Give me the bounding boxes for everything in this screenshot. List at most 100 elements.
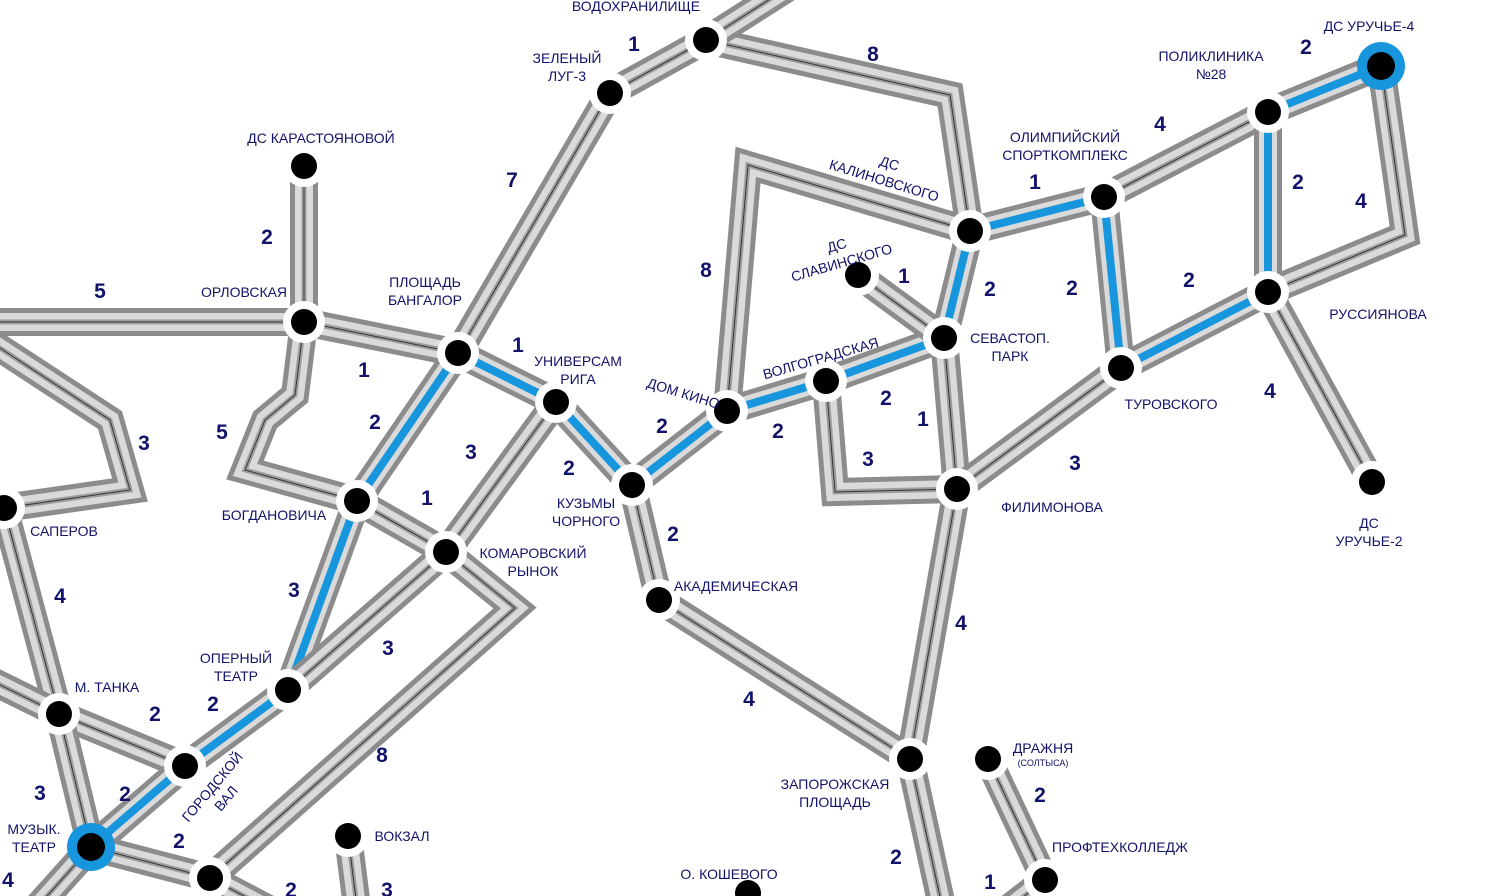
station-label-line: РЫНОК: [508, 563, 560, 579]
station-sla[interactable]: [837, 254, 879, 296]
station-rig[interactable]: [535, 381, 577, 423]
station-label-line: ВОДОХРАНИЛИЩЕ: [572, 0, 700, 14]
edge-weight: 4: [1154, 113, 1166, 136]
highlighted-route: [1100, 196, 1125, 369]
station-gor[interactable]: [164, 745, 206, 787]
station-dot-icon: [693, 27, 719, 53]
station-sev[interactable]: [923, 317, 965, 359]
road-segment-zel-ban: [445, 85, 623, 361]
station-label-line: ОЛИМПИЙСКИЙ: [1010, 128, 1120, 145]
station-zel[interactable]: [589, 72, 631, 114]
road-centerline: [445, 401, 557, 553]
station-kom[interactable]: [425, 531, 467, 573]
station-pro[interactable]: [1024, 859, 1066, 896]
station-kal[interactable]: [949, 210, 991, 252]
station-tan[interactable]: [38, 693, 80, 735]
edge-weight: 2: [1292, 171, 1304, 194]
station-dot-icon: [46, 701, 72, 727]
station-label-line: ЗЕЛЕНЫЙ: [533, 49, 602, 66]
edge-weight: 3: [34, 782, 46, 805]
station-x1[interactable]: [189, 857, 231, 896]
station-label-line: ТУРОВСКОГО: [1125, 396, 1218, 412]
edge-weight: 2: [1183, 269, 1195, 292]
station-label-line: ТЕАТР: [12, 839, 56, 855]
edge-weight: 2: [563, 457, 575, 480]
station-tur[interactable]: [1100, 347, 1142, 389]
station-label-pro: ПРОФТЕХКОЛЛЕДЖ: [1052, 839, 1188, 855]
station-dot-icon: [433, 539, 459, 565]
road-centerline: [287, 551, 447, 691]
station-label-dom: ДОМ КИНО: [645, 375, 722, 412]
edge-weight: 4: [1355, 190, 1367, 213]
road-segment-fil-zap: [896, 486, 971, 762]
station-dra[interactable]: [967, 738, 1009, 780]
edge-weight: 3: [382, 637, 394, 660]
station-dot-icon: [714, 398, 740, 424]
station-dot-icon: [1255, 279, 1281, 305]
station-label-line: БАНГАЛОР: [388, 292, 462, 308]
road-centerline: [825, 380, 958, 493]
road-centerline: [658, 599, 911, 760]
road-segment-vod-kal: [702, 26, 984, 234]
station-label-orl: ОРЛОВСКАЯ: [201, 284, 287, 300]
station-muz[interactable]: [67, 823, 115, 871]
road-segment-ope-gor: [176, 678, 297, 778]
station-fil[interactable]: [936, 468, 978, 510]
station-vol[interactable]: [805, 360, 847, 402]
station-label-line: ЗАПОРОЖСКАЯ: [781, 776, 890, 792]
station-ur4[interactable]: [1357, 42, 1405, 90]
station-layer: [0, 19, 1405, 896]
edge-weight: 2: [890, 846, 902, 869]
station-vok[interactable]: [327, 815, 369, 857]
road-centerline: [956, 367, 1122, 490]
station-oli[interactable]: [1083, 176, 1125, 218]
road-centerline: [987, 758, 1046, 881]
station-dot-icon: [1108, 355, 1134, 381]
station-sap[interactable]: [0, 487, 25, 529]
road-segment-sap-offscreen: [0, 331, 148, 522]
station-label-line: ФИЛИМОНОВА: [1001, 499, 1103, 515]
station-vod[interactable]: [685, 19, 727, 61]
road-segment-oli-pol: [1097, 99, 1275, 210]
station-label-line: ПЛОЩАДЬ: [799, 794, 871, 810]
station-zap[interactable]: [889, 738, 931, 780]
station-dot-icon: [275, 677, 301, 703]
station-label-line: УРУЧЬЕ-2: [1335, 533, 1402, 549]
station-label-line: КУЗЬМЫ: [557, 495, 615, 511]
road-segment-tan-sap: [0, 504, 73, 718]
station-label-line: О. КОШЕВОГО: [680, 866, 777, 882]
station-pol[interactable]: [1247, 91, 1289, 133]
station-bog[interactable]: [336, 480, 378, 522]
station-kos[interactable]: [727, 872, 769, 896]
edge-weight: 1: [512, 334, 524, 357]
station-rus[interactable]: [1247, 271, 1289, 313]
road-centerline: [909, 488, 958, 760]
highlighted-route: [284, 499, 361, 692]
station-ope[interactable]: [267, 669, 309, 711]
edge-weight: 2: [119, 783, 131, 806]
station-label-fil: ФИЛИМОНОВА: [1001, 499, 1103, 515]
station-orl[interactable]: [283, 301, 325, 343]
edge-weight: 2: [1034, 784, 1046, 807]
station-label-line: ПЛОЩАДЬ: [389, 274, 461, 290]
station-dot-icon: [1091, 184, 1117, 210]
station-dom[interactable]: [706, 390, 748, 432]
road-segment-vol-fil: [812, 379, 958, 507]
road-segment-rig-kom: [434, 393, 568, 561]
station-kar[interactable]: [283, 145, 325, 187]
station-ban[interactable]: [437, 332, 479, 374]
station-kuz[interactable]: [611, 464, 653, 506]
road-centerline: [209, 551, 516, 879]
station-label-tan: М. ТАНКА: [75, 679, 140, 695]
station-label-line: ДС: [878, 153, 901, 174]
road-segment-rus-ur2: [1255, 285, 1385, 489]
station-aka[interactable]: [638, 579, 680, 621]
station-label-line: БОГДАНОВИЧА: [222, 507, 327, 523]
station-ur2[interactable]: [1351, 461, 1393, 503]
station-dot-icon: [975, 746, 1001, 772]
